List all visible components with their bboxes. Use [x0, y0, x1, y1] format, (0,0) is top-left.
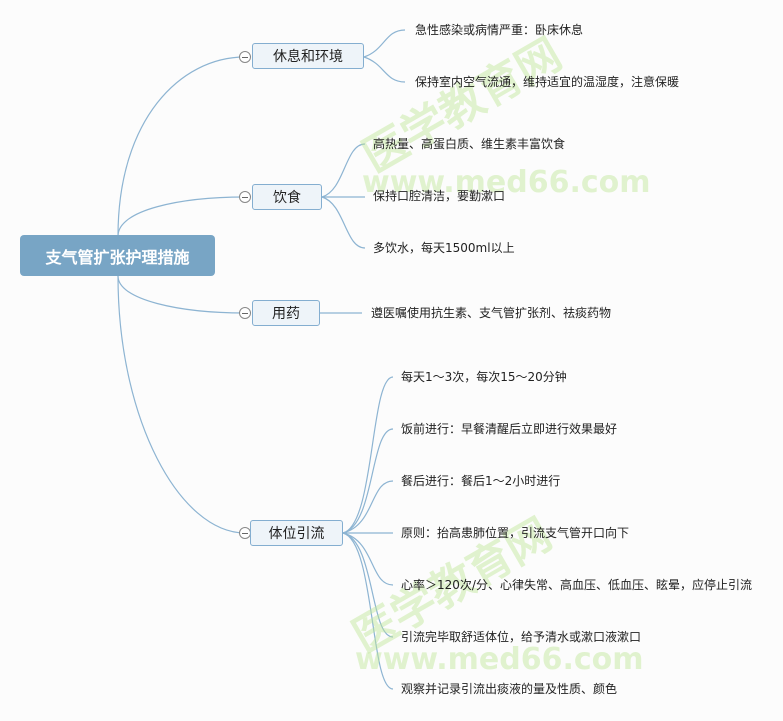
leaf-node[interactable]: 引流完毕取舒适体位，给予清水或漱口液漱口 [401, 630, 642, 644]
connector [342, 532, 394, 638]
connector [321, 196, 366, 249]
branch-medication[interactable]: 用药 [252, 300, 320, 326]
connector [342, 376, 394, 534]
connector [363, 56, 406, 83]
connector [342, 532, 394, 690]
connector [117, 275, 246, 534]
leaf-node[interactable]: 心率＞120次/分、心律失常、高血压、低血压、眩晕，应停止引流 [401, 578, 752, 592]
leaf-node[interactable]: 高热量、高蛋白质、维生素丰富饮食 [373, 137, 566, 151]
collapse-icon[interactable] [239, 51, 251, 63]
branch-diet[interactable]: 饮食 [252, 184, 322, 210]
connector [321, 143, 366, 198]
connector [117, 56, 246, 237]
collapse-icon[interactable] [239, 191, 251, 203]
collapse-icon[interactable] [239, 307, 251, 319]
leaf-node[interactable]: 每天1～3次，每次15～20分钟 [401, 370, 567, 384]
connector [342, 480, 394, 534]
leaf-node[interactable]: 多饮水，每天1500ml以上 [373, 241, 515, 255]
leaf-node[interactable]: 保持室内空气流通，维持适宜的温湿度，注意保暖 [415, 75, 680, 89]
leaf-node[interactable]: 餐后进行：餐后1～2小时进行 [401, 474, 561, 488]
branch-postural-drainage[interactable]: 体位引流 [250, 520, 343, 546]
connector [342, 532, 394, 586]
connector [342, 428, 394, 534]
leaf-node[interactable]: 原则：抬高患肺位置，引流支气管开口向下 [401, 526, 630, 540]
leaf-node[interactable]: 观察并记录引流出痰液的量及性质、颜色 [401, 682, 618, 696]
root-node[interactable]: 支气管扩张护理措施 [20, 235, 215, 276]
leaf-node[interactable]: 保持口腔清洁，要勤漱口 [373, 189, 506, 203]
leaf-node[interactable]: 遵医嘱使用抗生素、支气管扩张剂、祛痰药物 [371, 306, 612, 320]
connector [117, 275, 246, 314]
connector [117, 196, 246, 237]
leaf-node[interactable]: 急性感染或病情严重：卧床休息 [415, 23, 584, 37]
branch-rest-environment[interactable]: 休息和环境 [252, 43, 364, 69]
leaf-node[interactable]: 饭前进行：早餐清醒后立即进行效果最好 [401, 422, 618, 436]
connector [363, 29, 406, 58]
